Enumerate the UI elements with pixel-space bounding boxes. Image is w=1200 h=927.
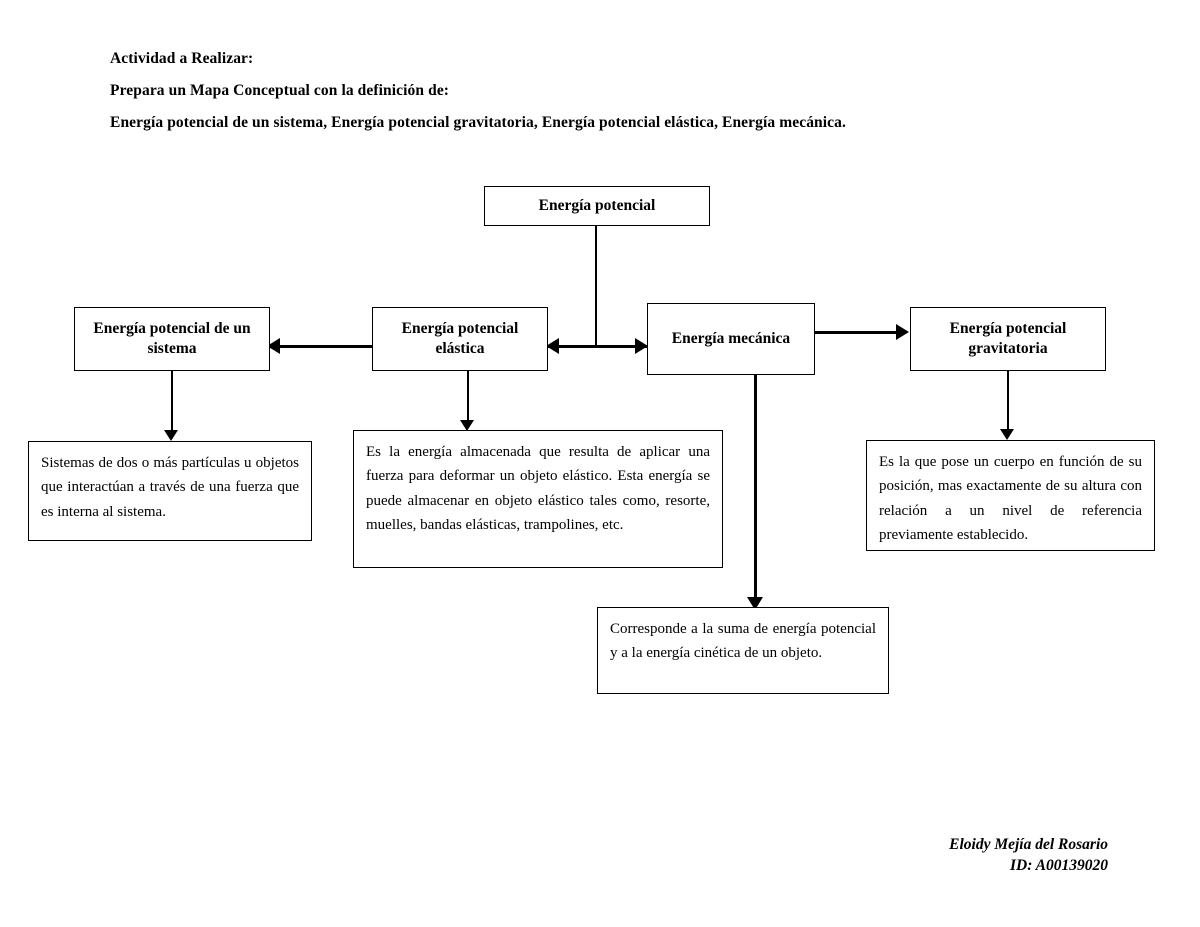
arrowhead-into-gravitatoria (896, 324, 909, 340)
author-name: Eloidy Mejía del Rosario (949, 836, 1108, 853)
connector-elastica-to-mecanica (548, 345, 648, 348)
connector-mecanica-to-gravitatoria (815, 331, 899, 334)
node-energia-mecanica[interactable]: Energía mecánica (647, 303, 815, 375)
node-energia-mecanica-label: Energía mecánica (671, 330, 791, 348)
description-gravitatoria-text: Es la que pose un cuerpo en función de s… (879, 454, 1142, 543)
node-energia-potencial-sistema-label: Energía potencial de un sistema (93, 320, 251, 357)
node-energia-potencial-label: Energía potencial (538, 197, 656, 215)
connector-sistema-to-description (171, 371, 173, 433)
arrowhead-into-elastica-description (460, 420, 474, 431)
node-energia-potencial-gravitatoria[interactable]: Energía potencial gravitatoria (910, 307, 1106, 371)
description-box-gravitatoria: Es la que pose un cuerpo en función de s… (866, 440, 1155, 551)
description-box-elastica: Es la energía almacenada que resulta de … (353, 430, 723, 568)
description-mecanica-text: Corresponde a la suma de energía potenci… (610, 621, 876, 662)
connector-elastica-to-sistema (272, 345, 372, 348)
node-energia-potencial[interactable]: Energía potencial (484, 186, 710, 226)
arrowhead-into-mecanica (635, 338, 648, 354)
node-energia-potencial-sistema[interactable]: Energía potencial de un sistema (74, 307, 270, 371)
heading-topics: Energía potencial de un sistema, Energía… (110, 114, 846, 131)
arrowhead-into-sistema (267, 338, 280, 354)
connector-gravitatoria-to-description (1007, 371, 1009, 432)
arrowhead-into-elastica (546, 338, 559, 354)
description-sistema-text: Sistemas de dos o más partículas u objet… (41, 455, 299, 520)
description-box-mecanica: Corresponde a la suma de energía potenci… (597, 607, 889, 694)
node-energia-potencial-gravitatoria-label: Energía potencial gravitatoria (949, 320, 1067, 357)
connector-root-to-bar (595, 226, 597, 347)
description-elastica-text: Es la energía almacenada que resulta de … (366, 444, 710, 533)
arrowhead-into-gravitatoria-description (1000, 429, 1014, 440)
connector-elastica-to-description (467, 371, 469, 423)
arrowhead-into-mecanica-description (747, 597, 763, 610)
author-id: ID: A00139020 (1009, 857, 1108, 874)
arrowhead-into-sistema-description (164, 430, 178, 441)
heading-instruction: Prepara un Mapa Conceptual con la defini… (110, 82, 450, 99)
description-box-sistema: Sistemas de dos o más partículas u objet… (28, 441, 312, 541)
node-energia-potencial-elastica-label: Energía potencial elástica (401, 320, 519, 357)
node-energia-potencial-elastica[interactable]: Energía potencial elástica (372, 307, 548, 371)
heading-activity-label: Actividad a Realizar: (110, 50, 254, 67)
connector-mecanica-to-description (754, 375, 757, 603)
